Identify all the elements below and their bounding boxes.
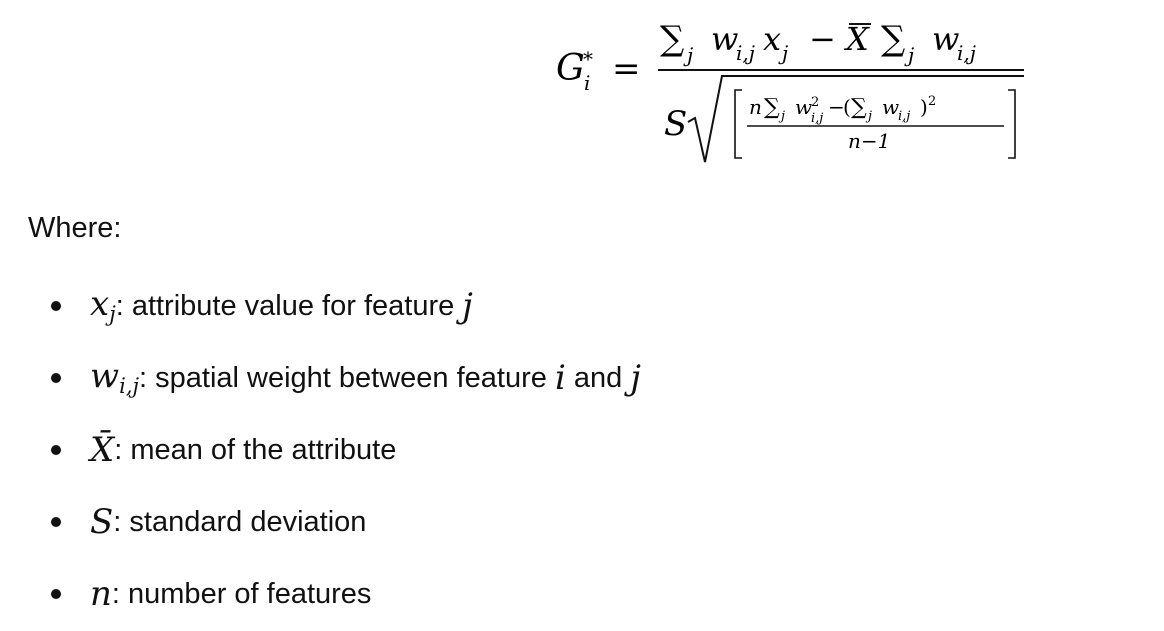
formula-equals: = <box>612 49 641 89</box>
den-inner-w: w <box>795 95 812 119</box>
tail-var-j: j <box>462 286 473 326</box>
formula-g: G <box>556 48 585 89</box>
tail-text-and: and <box>565 361 631 394</box>
definition-item-xbar: X̄ : mean of the attribute <box>0 414 641 486</box>
tail-var-i: i <box>554 358 566 398</box>
den-inner-w-2: w <box>882 95 899 119</box>
symbol-x-sub: j <box>109 302 116 326</box>
definition-item-xj: xj : attribute value for feature j <box>0 270 641 342</box>
symbol-w-sub: i,j <box>119 374 140 398</box>
definition-item-n: n : number of features <box>0 558 641 630</box>
num-w-sub: i,j <box>736 41 755 65</box>
den-s: S <box>664 104 687 144</box>
definition-item-s: S : standard deviation <box>0 486 641 558</box>
den-inner-w-2-sub: i,j <box>898 109 910 124</box>
den-inner-n: n <box>749 95 762 119</box>
symbol-x: xj <box>90 287 116 325</box>
den-inner-sigma-2: ∑ <box>851 95 867 120</box>
definition-text: : mean of the attribute <box>114 433 397 466</box>
sqrt-sign <box>687 75 1024 163</box>
den-inner-sigma-sub: j <box>778 109 785 124</box>
getis-ord-formula: G * i = ∑ j w i,j x j − X ∑ j w i,j S <box>552 10 1042 170</box>
num-x-sub: j <box>778 41 788 65</box>
num-sigma-1-sub: j <box>683 43 693 67</box>
formula-g-sub: i <box>584 71 590 95</box>
den-inner-w-sup: 2 <box>811 95 819 110</box>
num-x: x <box>763 20 781 58</box>
formula-g-sup: * <box>583 47 593 71</box>
bullet-icon <box>51 301 61 311</box>
num-w: w <box>711 20 738 58</box>
symbol-xbar: X̄ <box>90 430 115 470</box>
den-inner-sq: 2 <box>928 94 936 109</box>
den-inner-paren-open: ( <box>843 95 851 119</box>
num-xbar: X <box>843 20 870 58</box>
definition-text: : attribute value for feature <box>115 289 463 322</box>
bullet-icon <box>51 589 61 599</box>
formula-denominator: S n ∑ j w 2 i,j − ( ∑ j w i,j ) 2 n−1 <box>664 75 1024 163</box>
den-inner-sigma-2-sub: j <box>865 109 872 124</box>
bullet-icon <box>51 445 61 455</box>
bullet-icon <box>51 373 61 383</box>
symbol-n: n <box>90 574 112 614</box>
num-sigma-2-sub: j <box>904 43 914 67</box>
num-minus: − <box>809 20 836 58</box>
definition-text: : spatial weight between feature <box>139 361 555 394</box>
definition-text: : standard deviation <box>113 505 367 538</box>
den-inner-sigma: ∑ <box>764 95 780 120</box>
symbol-w: wi,j <box>90 359 139 397</box>
definition-text: : number of features <box>111 577 372 610</box>
definition-item-wij: wi,j : spatial weight between feature i … <box>0 342 641 414</box>
den-inner-minus: − <box>828 95 845 119</box>
num-sigma-1: ∑ <box>660 19 684 59</box>
den-inner-denominator: n−1 <box>848 129 890 153</box>
num-w-2-sub: i,j <box>957 41 976 65</box>
definitions-list: xj : attribute value for feature j wi,j … <box>0 270 641 630</box>
symbol-s: S <box>90 502 114 542</box>
tail-var-j: j <box>630 358 641 398</box>
formula-lhs: G * i = <box>556 47 641 95</box>
den-inner-w-sub: i,j <box>811 111 823 126</box>
num-w-2: w <box>932 20 959 58</box>
bullet-icon <box>51 517 61 527</box>
where-label: Where: <box>28 212 122 244</box>
formula-numerator: ∑ j w i,j x j − X ∑ j w i,j <box>660 19 976 67</box>
right-bracket <box>1008 89 1016 159</box>
symbol-x-base: x <box>90 284 110 324</box>
den-inner-paren-close: ) <box>920 95 928 119</box>
left-bracket <box>734 89 742 159</box>
num-sigma-2: ∑ <box>881 19 905 59</box>
symbol-w-base: w <box>90 356 120 396</box>
